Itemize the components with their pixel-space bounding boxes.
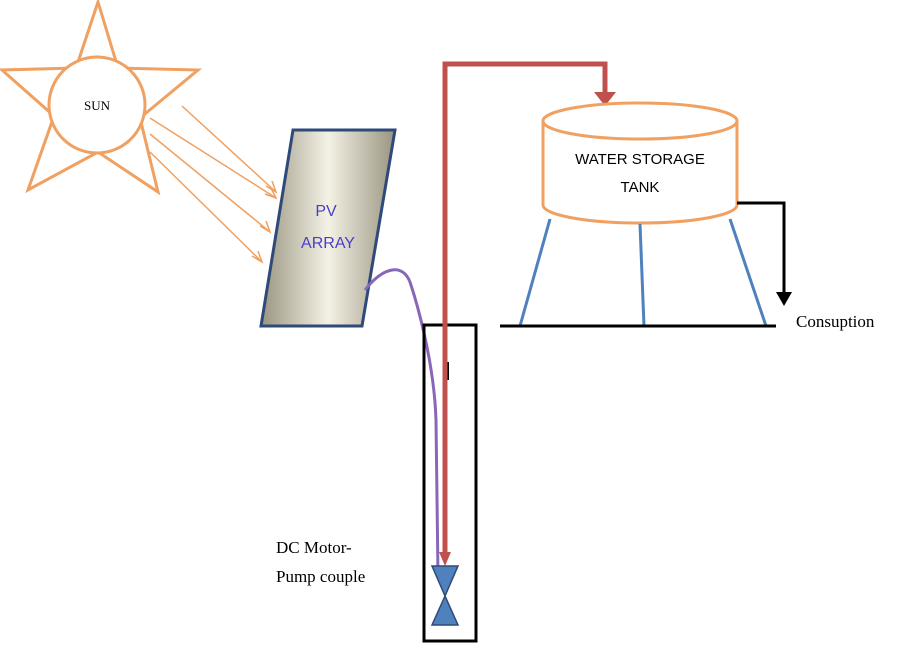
tank-top (541, 101, 739, 141)
pump (430, 565, 460, 626)
tank-leg-center (638, 223, 646, 327)
pv-pump-cable (363, 268, 440, 577)
sun-circle (47, 55, 147, 155)
sun-label: SUN (84, 98, 111, 113)
consumption-arrow-head (776, 292, 792, 306)
pv-label-line2: ARRAY (301, 235, 355, 252)
tank-legs (518, 218, 768, 327)
consumption-label: Consuption (796, 312, 875, 331)
sun-ray-head (265, 180, 278, 194)
consumption-outflow (737, 201, 786, 296)
sun-ray (149, 133, 271, 233)
sun-ray-head (259, 220, 272, 234)
tank-label-line2: TANK (621, 179, 660, 196)
sun-ray (181, 105, 277, 193)
sun-ray (149, 151, 263, 263)
sun-rays (149, 105, 278, 264)
tank-leg-right (728, 218, 768, 327)
pv-label-line1: PV (315, 203, 337, 220)
tank-body (541, 121, 739, 225)
pump-upper-triangle (430, 565, 460, 598)
water-storage-tank: WATER STORAGE TANK (541, 101, 739, 225)
water-pipe-bottom-head (439, 552, 451, 566)
pv-array: PV ARRAY (259, 128, 397, 328)
sun: SUN (0, 0, 203, 196)
sun-ray-head (251, 250, 264, 264)
pump-label-line2: Pump couple (276, 567, 365, 586)
sun-ray (149, 117, 277, 199)
pv-panel (259, 128, 397, 328)
water-pipe-arrow-head (594, 92, 616, 106)
tank-label-line1: WATER STORAGE (575, 151, 705, 168)
water-pipe (442, 61, 608, 560)
pump-label-line1: DC Motor- (276, 538, 352, 557)
tank-leg-left (518, 218, 552, 327)
pump-well-box (422, 323, 478, 643)
sun-ray-head (264, 187, 278, 200)
pump-lower-triangle (430, 594, 460, 626)
